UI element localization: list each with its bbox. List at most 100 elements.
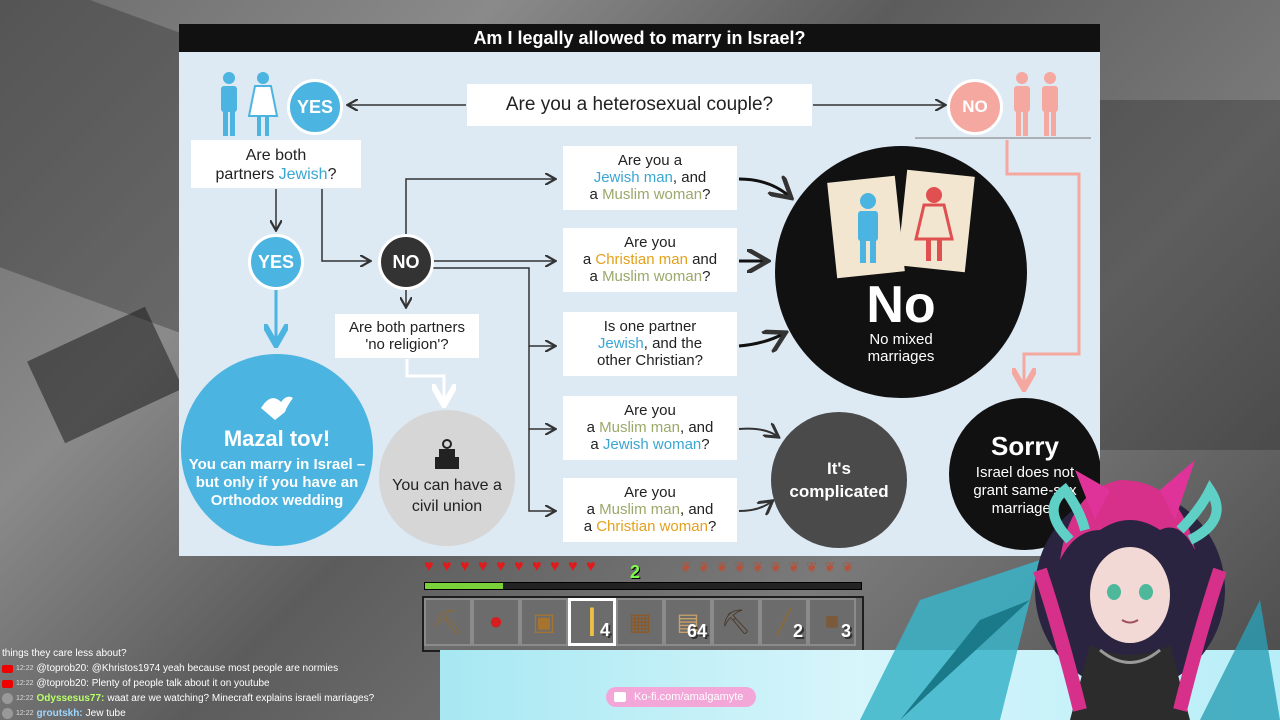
chat-text: waat are we watching? Minecraft explains… — [107, 693, 375, 704]
drumstick-icon: ❦ — [770, 559, 782, 575]
item-count: 4 — [599, 620, 610, 640]
mazal-tov-body: You can marry in Israel – but only if yo… — [188, 456, 366, 509]
hotbar-slot-4[interactable]: ┃4 — [568, 598, 616, 646]
question-hetero: Are you a heterosexual couple? — [467, 84, 812, 126]
hotbar-slot-2[interactable]: ● — [472, 598, 520, 646]
chat-text: Jew tube — [85, 708, 126, 719]
mazal-tov-title: Mazal tov! — [223, 426, 331, 451]
heart-icon: ♥ — [550, 558, 560, 575]
no-mixed-line2: marriages — [867, 348, 935, 365]
chat-time: 12:22 — [16, 680, 34, 687]
apple-icon: ● — [488, 608, 504, 635]
chat-message: things they care less about? — [2, 646, 127, 661]
heart-icon: ♥ — [424, 558, 434, 575]
kofi-cup-icon — [614, 692, 626, 702]
heart-icon: ♥ — [586, 558, 596, 575]
chat-username: groutskh: — [36, 708, 83, 719]
drumstick-icon: ❦ — [680, 559, 692, 575]
torch-icon: ┃ — [584, 608, 600, 636]
flow-arrows — [179, 24, 1091, 556]
xp-bar — [424, 582, 862, 590]
chat-avatar-icon — [2, 708, 13, 719]
question-jewish-christian: Is one partner Jewish, and the other Chr… — [563, 312, 737, 376]
complicated-circle: It's complicated — [771, 412, 907, 548]
hotbar-slot-3[interactable]: ▣ — [520, 598, 568, 646]
question-no-religion: Are both partners 'no religion'? — [335, 314, 479, 358]
youtube-icon — [2, 664, 13, 673]
question-christian-man-muslim-woman: Are you a Christian man and a Muslim wom… — [563, 228, 737, 292]
xp-level: 2 — [630, 562, 641, 582]
chat-username: Odyssesus77: — [36, 693, 105, 704]
chest-icon: ▣ — [532, 608, 556, 636]
title-bar — [179, 24, 1100, 52]
infographic-title: Am I legally allowed to marry in Israel? — [473, 28, 806, 48]
kofi-text: Ko-fi.com/amalgamyte — [634, 691, 744, 703]
civil-union-text: You can have a civil union — [392, 477, 502, 515]
wedding-cake-icon — [435, 439, 459, 469]
log-icon: ■ — [824, 608, 840, 635]
heart-icon: ♥ — [478, 558, 488, 575]
item-count: 2 — [792, 621, 803, 641]
hotbar-slot-6[interactable]: ▤64 — [664, 598, 712, 646]
drumstick-icon: ❦ — [698, 559, 710, 575]
planks-icon: ▤ — [676, 608, 700, 636]
hotbar-slot-1[interactable]: ⛏ — [424, 598, 472, 646]
angel-icon — [261, 396, 293, 420]
item-count: 3 — [840, 621, 851, 641]
chat-text: things they care less about? — [2, 648, 127, 659]
crafting-table-icon: ▦ — [628, 608, 652, 636]
game-hud: ♥♥♥♥♥♥♥♥♥♥ ❦❦❦❦❦❦❦❦❦❦ 2 ⛏●▣┃4▦▤64⛏╱2■3 — [422, 556, 864, 652]
no-jewish-badge: NO — [378, 234, 434, 290]
chat-overlay: things they care less about?12:22@toprob… — [0, 648, 440, 720]
heart-icon: ♥ — [532, 558, 542, 575]
question-muslim-man-jewish-woman: Are you a Muslim man, and a Jewish woman… — [563, 396, 737, 460]
chat-text: @toprob20: Plenty of people talk about i… — [36, 678, 270, 689]
sorry-title: Sorry — [991, 430, 1059, 461]
drumstick-icon: ❦ — [806, 559, 818, 575]
chat-time: 12:22 — [16, 710, 34, 717]
chat-time: 12:22 — [16, 665, 34, 672]
hotbar-slot-8[interactable]: ╱2 — [760, 598, 808, 646]
drumstick-icon: ❦ — [734, 559, 746, 575]
kofi-link[interactable]: Ko-fi.com/amalgamyte — [606, 687, 756, 707]
drumstick-icon: ❦ — [752, 559, 764, 575]
chat-message: 12:22@toprob20: @Khristos1974 yeah becau… — [2, 661, 338, 676]
axe-icon: ⛏ — [432, 608, 464, 636]
item-count: 64 — [686, 621, 707, 641]
heart-icon: ♥ — [568, 558, 578, 575]
heart-icon: ♥ — [460, 558, 470, 575]
hotbar-slot-5[interactable]: ▦ — [616, 598, 664, 646]
yes-jewish-badge: YES — [248, 234, 304, 290]
question-jewish-man-muslim-woman: Are you a Jewish man, and a Muslim woman… — [563, 146, 737, 210]
chat-text: @toprob20: @Khristos1974 yeah because mo… — [36, 663, 339, 674]
pickaxe-icon: ⛏ — [720, 608, 752, 636]
hotbar-slot-9[interactable]: ■3 — [808, 598, 856, 646]
heart-icon: ♥ — [442, 558, 452, 575]
chat-time: 12:22 — [16, 695, 34, 702]
no-big-title: No — [866, 276, 936, 334]
chat-avatar-icon — [2, 693, 13, 704]
stick-icon: ╱ — [776, 608, 792, 636]
question-muslim-man-christian-woman: Are you a Muslim man, and a Christian wo… — [563, 478, 737, 542]
vtuber-avatar — [860, 450, 1280, 720]
civil-union-circle: You can have a civil union — [379, 410, 515, 546]
marriage-infographic: Am I legally allowed to marry in Israel? — [179, 24, 1100, 556]
hotbar[interactable]: ⛏●▣┃4▦▤64⛏╱2■3 — [422, 596, 864, 652]
hotbar-slot-7[interactable]: ⛏ — [712, 598, 760, 646]
couple-icon-samesex — [1008, 70, 1068, 138]
heart-icon: ♥ — [496, 558, 506, 575]
drumstick-icon: ❦ — [716, 559, 728, 575]
drumstick-icon: ❦ — [788, 559, 800, 575]
drumstick-icon: ❦ — [842, 559, 854, 575]
no-hetero-badge: NO — [947, 79, 1003, 135]
chat-message: 12:22@toprob20: Plenty of people talk ab… — [2, 676, 270, 691]
yes-hetero-badge: YES — [287, 79, 343, 135]
youtube-icon — [2, 679, 13, 688]
heart-icon: ♥ — [514, 558, 524, 575]
sorry-body: Israel does not grant same-sex marriages — [973, 463, 1077, 517]
mazal-tov-circle: Mazal tov! You can marry in Israel – but… — [181, 354, 373, 546]
torn-photo-icon — [827, 169, 975, 279]
couple-icon-hetero — [215, 70, 281, 138]
